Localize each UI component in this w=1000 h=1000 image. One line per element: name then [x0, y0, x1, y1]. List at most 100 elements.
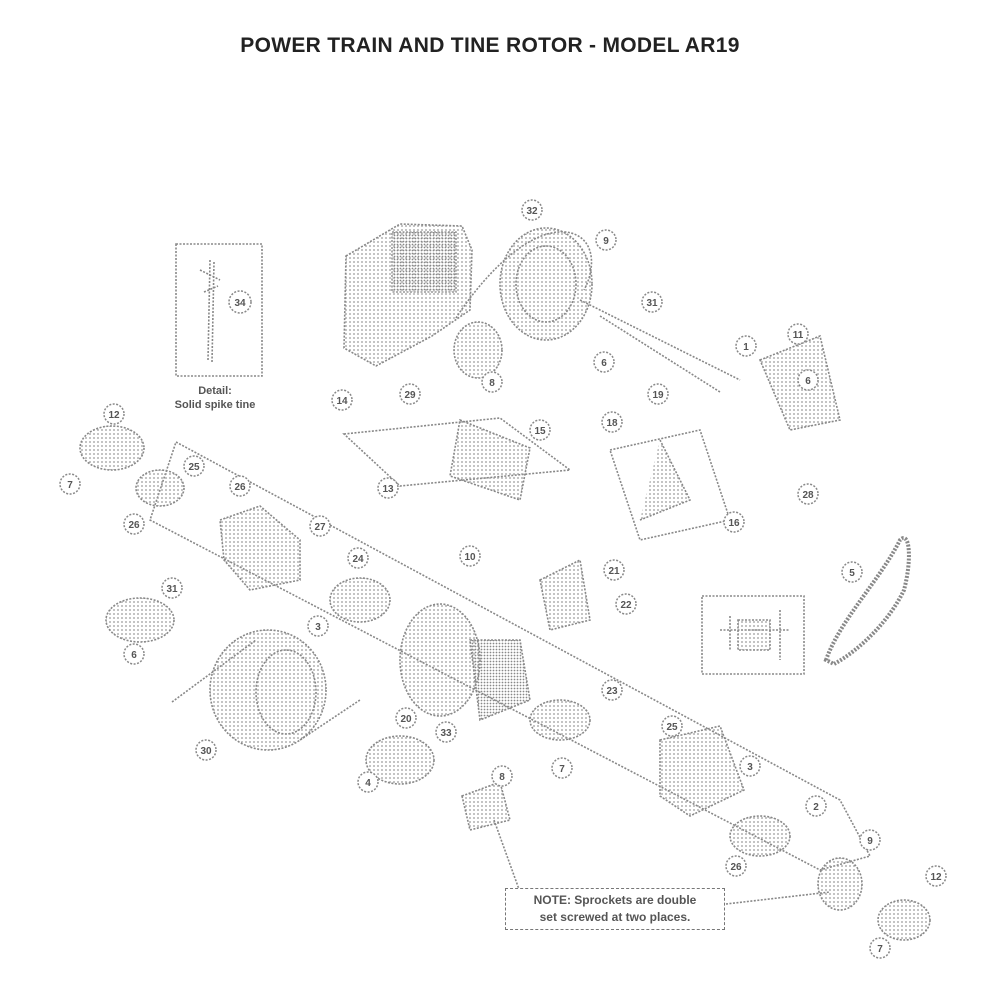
svg-text:11: 11 [793, 330, 804, 341]
page-title: POWER TRAIN AND TINE ROTOR - MODEL AR19 [240, 34, 740, 57]
svg-text:22: 22 [620, 600, 632, 611]
svg-text:13: 13 [382, 484, 394, 495]
svg-text:7: 7 [559, 764, 565, 775]
note-line-1: NOTE: Sprockets are double [533, 893, 697, 907]
svg-text:21: 21 [608, 566, 620, 577]
callout-6: 6 [797, 369, 819, 391]
callout-16: 16 [723, 511, 745, 533]
callout-3: 3 [739, 755, 761, 777]
callout-31: 31 [641, 291, 663, 313]
callout-22: 22 [615, 593, 637, 615]
svg-text:15: 15 [534, 426, 546, 437]
svg-text:27: 27 [314, 522, 326, 533]
callout-4: 4 [357, 771, 379, 793]
svg-text:14: 14 [336, 396, 348, 407]
svg-text:4: 4 [365, 778, 371, 789]
svg-text:10: 10 [464, 552, 476, 563]
svg-text:24: 24 [352, 554, 364, 565]
callout-6: 6 [123, 643, 145, 665]
svg-text:9: 9 [867, 836, 873, 847]
svg-text:1: 1 [743, 342, 749, 353]
svg-text:26: 26 [234, 482, 246, 493]
svg-text:20: 20 [400, 714, 412, 725]
callout-8: 8 [491, 765, 513, 787]
callout-33: 33 [435, 721, 457, 743]
svg-text:32: 32 [526, 206, 538, 217]
callout-23: 23 [601, 679, 623, 701]
svg-text:9: 9 [603, 236, 609, 247]
small-pulley-drawing [453, 321, 503, 379]
svg-text:29: 29 [404, 390, 416, 401]
callout-27: 27 [309, 515, 331, 537]
wheel-hub-drawing [105, 597, 175, 643]
svg-text:5: 5 [849, 568, 855, 579]
svg-text:28: 28 [802, 490, 814, 501]
svg-text:26: 26 [128, 520, 140, 531]
callout-5: 5 [841, 561, 863, 583]
center-gear-housing [399, 603, 481, 717]
callout-2: 2 [805, 795, 827, 817]
callout-18: 18 [601, 411, 623, 433]
callout-21: 21 [603, 559, 625, 581]
svg-text:7: 7 [67, 480, 73, 491]
lever-part-drawing [539, 558, 591, 631]
svg-text:16: 16 [728, 518, 740, 529]
callout-32: 32 [521, 199, 543, 221]
callout-26: 26 [123, 513, 145, 535]
callout-10: 10 [459, 545, 481, 567]
svg-text:34: 34 [234, 298, 246, 309]
detail-caption-title: Detail: [198, 385, 232, 397]
upper-shaft-drawing [579, 299, 741, 393]
sprocket-note: NOTE: Sprockets are double set screwed a… [505, 888, 725, 930]
callout-15: 15 [529, 419, 551, 441]
spike-tine-drawing [199, 259, 221, 363]
tine-plate-left [219, 505, 301, 591]
svg-text:3: 3 [315, 622, 321, 633]
svg-text:31: 31 [166, 584, 178, 595]
svg-text:33: 33 [440, 728, 452, 739]
callout-30: 30 [195, 739, 217, 761]
callout-7: 7 [551, 757, 573, 779]
svg-text:6: 6 [601, 358, 607, 369]
svg-text:19: 19 [652, 390, 664, 401]
svg-text:30: 30 [200, 746, 212, 757]
detail-inset-box [175, 243, 263, 377]
note-line-2: set screwed at two places. [539, 910, 691, 924]
callout-25: 25 [183, 455, 205, 477]
callout-12: 12 [925, 865, 947, 887]
svg-text:26: 26 [730, 862, 742, 873]
svg-text:2: 2 [813, 802, 819, 813]
callout-7: 7 [59, 473, 81, 495]
callout-20: 20 [395, 707, 417, 729]
callout-31: 31 [161, 577, 183, 599]
callout-9: 9 [859, 829, 881, 851]
callout-14: 14 [331, 389, 353, 411]
callout-25: 25 [661, 715, 683, 737]
detail-callout-34: 34 [228, 290, 252, 314]
chain-detail-box [701, 595, 805, 675]
svg-text:23: 23 [606, 686, 618, 697]
svg-text:6: 6 [131, 650, 137, 661]
left-end-hub [79, 425, 145, 471]
svg-text:25: 25 [666, 722, 678, 733]
callout-7: 7 [869, 937, 891, 959]
svg-text:6: 6 [805, 376, 811, 387]
callout-6: 6 [593, 351, 615, 373]
svg-text:12: 12 [930, 872, 942, 883]
wheel-drawing [209, 629, 327, 751]
callout-11: 11 [787, 323, 809, 345]
callout-3: 3 [307, 615, 329, 637]
callout-19: 19 [647, 383, 669, 405]
callout-1: 1 [735, 335, 757, 357]
right-sprocket [817, 857, 863, 911]
svg-text:18: 18 [606, 418, 618, 429]
drive-belt-drawing [455, 231, 593, 319]
callout-26: 26 [725, 855, 747, 877]
callout-26: 26 [229, 475, 251, 497]
svg-text:8: 8 [499, 772, 505, 783]
callout-12: 12 [103, 403, 125, 425]
large-pulley-drawing [499, 227, 593, 341]
callout-29: 29 [399, 383, 421, 405]
detail-caption-text: Solid spike tine [174, 399, 256, 411]
